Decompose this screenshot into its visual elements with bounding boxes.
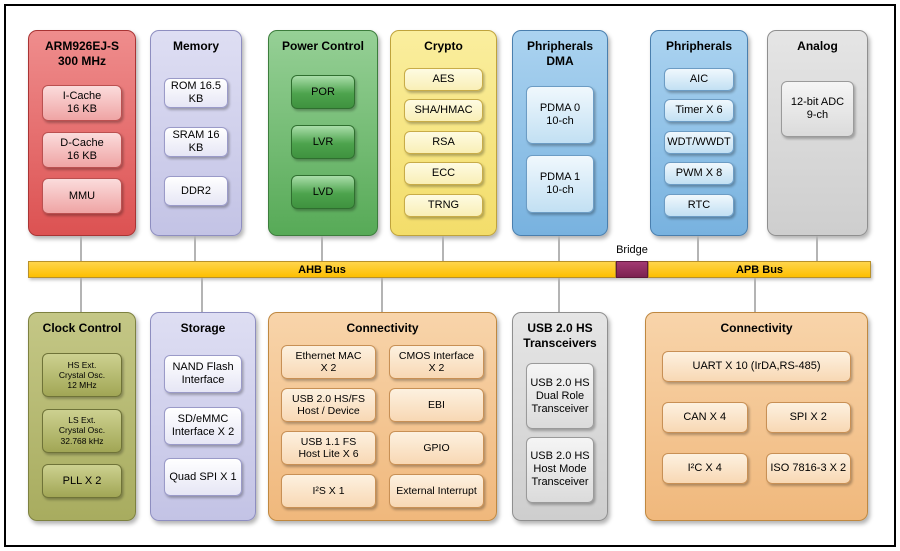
block-analog: Analog 12-bit ADC 9-ch	[767, 30, 868, 236]
block-arm-core: ARM926EJ-S 300 MHz I-Cache 16 KB D-Cache…	[28, 30, 136, 236]
subblock-timer: Timer X 6	[664, 99, 734, 122]
subblock-por: POR	[291, 75, 355, 109]
clock-items: HS Ext. Crystal Osc. 12 MHz LS Ext. Crys…	[29, 339, 135, 520]
connectivity-ahb-items: Ethernet MAC X 2 CMOS Interface X 2 USB …	[269, 339, 496, 520]
ahb-apb-bridge	[616, 261, 648, 278]
subblock-can: CAN X 4	[662, 402, 748, 433]
block-crypto: Crypto AES SHA/HMAC RSA ECC TRNG	[390, 30, 497, 236]
subblock-lvr: LVR	[291, 125, 355, 159]
subblock-cmos-interface: CMOS Interface X 2	[389, 345, 484, 379]
apb-bus-label: APB Bus	[735, 263, 784, 276]
subblock-dcache: D-Cache 16 KB	[42, 131, 122, 168]
subblock-gpio: GPIO	[389, 431, 484, 465]
subblock-ecc: ECC	[404, 162, 483, 185]
bus-connector-line	[558, 236, 560, 261]
bus-connector-line	[381, 278, 383, 312]
subblock-aes: AES	[404, 67, 483, 91]
memory-items: ROM 16.5 KB SRAM 16 KB DDR2	[151, 57, 241, 235]
block-title-peripherals-dma: Phripherals DMA	[526, 39, 594, 68]
subblock-sram: SRAM 16 KB	[164, 127, 228, 157]
bus-connector-line	[194, 236, 196, 261]
block-title-power: Power Control	[281, 39, 364, 53]
block-power-control: Power Control POR LVR LVD	[268, 30, 378, 236]
block-title-connectivity-apb: Connectivity	[720, 321, 793, 335]
subblock-sd-emmc: SD/eMMC Interface X 2	[164, 406, 242, 445]
block-peripherals: Phripherals AIC Timer X 6 WDT/WWDT PWM X…	[650, 30, 748, 236]
bus-connector-line	[80, 278, 82, 312]
block-connectivity-apb: Connectivity UART X 10 (IrDA,RS-485) CAN…	[645, 312, 868, 521]
subblock-ethernet-mac: Ethernet MAC X 2	[281, 345, 376, 379]
crypto-items: AES SHA/HMAC RSA ECC TRNG	[391, 57, 496, 235]
subblock-pdma1: PDMA 1 10-ch	[526, 155, 594, 214]
subblock-lvd: LVD	[291, 175, 355, 209]
block-usb-transceivers: USB 2.0 HS Transceivers USB 2.0 HS Dual …	[512, 312, 608, 521]
analog-items: 12-bit ADC 9-ch	[768, 57, 867, 235]
subblock-ddr2: DDR2	[164, 176, 228, 206]
ahb-bus: AHB Bus	[28, 261, 616, 278]
subblock-aic: AIC	[664, 67, 734, 91]
subblock-ebi: EBI	[389, 388, 484, 422]
subblock-wdt: WDT/WWDT	[664, 130, 734, 154]
subblock-i2s: I²S X 1	[281, 474, 376, 508]
subblock-iso7816: ISO 7816-3 X 2	[765, 453, 851, 484]
usb-transceiver-items: USB 2.0 HS Dual Role Transceiver USB 2.0…	[513, 354, 607, 520]
subblock-rtc: RTC	[664, 193, 734, 217]
block-title-crypto: Crypto	[424, 39, 463, 53]
system-bus: AHB Bus APB Bus	[28, 261, 871, 278]
bus-connector-line	[80, 236, 82, 261]
power-items: POR LVR LVD	[269, 57, 377, 235]
subblock-pdma0: PDMA 0 10-ch	[526, 85, 594, 144]
block-clock-control: Clock Control HS Ext. Crystal Osc. 12 MH…	[28, 312, 136, 521]
block-connectivity-ahb: Connectivity Ethernet MAC X 2 CMOS Inter…	[268, 312, 497, 521]
subblock-pwm: PWM X 8	[664, 162, 734, 185]
block-title-clock: Clock Control	[42, 321, 122, 335]
block-title-peripherals: Phripherals	[665, 39, 733, 53]
block-title-memory: Memory	[172, 39, 219, 53]
subblock-nand-flash: NAND Flash Interface	[164, 354, 242, 393]
bus-connector-line	[816, 236, 818, 261]
ahb-bus-label: AHB Bus	[298, 263, 346, 276]
subblock-spi: SPI X 2	[765, 402, 851, 433]
bus-connector-line	[442, 236, 444, 261]
subblock-rom: ROM 16.5 KB	[164, 78, 228, 108]
connectivity-apb-items: UART X 10 (IrDA,RS-485) CAN X 4 SPI X 2 …	[646, 339, 867, 520]
subblock-uart: UART X 10 (IrDA,RS-485)	[662, 351, 851, 382]
pdma-items: PDMA 0 10-ch PDMA 1 10-ch	[513, 72, 607, 235]
bus-connector-line	[558, 278, 560, 312]
block-title-storage: Storage	[180, 321, 226, 335]
subblock-icache: I-Cache 16 KB	[42, 84, 122, 121]
subblock-pll: PLL X 2	[42, 464, 122, 499]
subblock-usb-dual-role: USB 2.0 HS Dual Role Transceiver	[526, 363, 594, 430]
arm-items: I-Cache 16 KB D-Cache 16 KB MMU	[29, 72, 135, 235]
block-title-connectivity-ahb: Connectivity	[346, 321, 419, 335]
block-storage: Storage NAND Flash Interface SD/eMMC Int…	[150, 312, 256, 521]
subblock-adc: 12-bit ADC 9-ch	[781, 81, 854, 137]
subblock-quad-spi: Quad SPI X 1	[164, 458, 242, 497]
bridge-label: Bridge	[616, 244, 648, 256]
subblock-sha-hmac: SHA/HMAC	[404, 99, 483, 122]
subblock-i2c: I²C X 4	[662, 453, 748, 484]
subblock-ls-crystal-osc: LS Ext. Crystal Osc. 32.768 kHz	[42, 408, 122, 453]
subblock-hs-crystal-osc: HS Ext. Crystal Osc. 12 MHz	[42, 352, 122, 397]
block-peripherals-dma: Phripherals DMA PDMA 0 10-ch PDMA 1 10-c…	[512, 30, 608, 236]
subblock-usb-host-lite: USB 1.1 FS Host Lite X 6	[281, 431, 376, 465]
block-title-analog: Analog	[797, 39, 838, 53]
apb-bus: APB Bus	[648, 261, 871, 278]
storage-items: NAND Flash Interface SD/eMMC Interface X…	[151, 339, 255, 520]
subblock-usb-host-device: USB 2.0 HS/FS Host / Device	[281, 388, 376, 422]
subblock-usb-host-mode: USB 2.0 HS Host Mode Transceiver	[526, 436, 594, 503]
block-title-usb-transceivers: USB 2.0 HS Transceivers	[523, 321, 597, 350]
subblock-rsa: RSA	[404, 130, 483, 154]
subblock-mmu: MMU	[42, 178, 122, 215]
subblock-trng: TRNG	[404, 193, 483, 217]
subblock-external-interrupt: External Interrupt	[389, 474, 484, 508]
block-memory: Memory ROM 16.5 KB SRAM 16 KB DDR2	[150, 30, 242, 236]
bus-connector-line	[697, 236, 699, 261]
bus-connector-line	[754, 278, 756, 312]
peripherals-items: AIC Timer X 6 WDT/WWDT PWM X 8 RTC	[651, 57, 747, 235]
bus-connector-line	[201, 278, 203, 312]
block-title-arm: ARM926EJ-S 300 MHz	[44, 39, 120, 68]
bus-connector-line	[321, 236, 323, 261]
